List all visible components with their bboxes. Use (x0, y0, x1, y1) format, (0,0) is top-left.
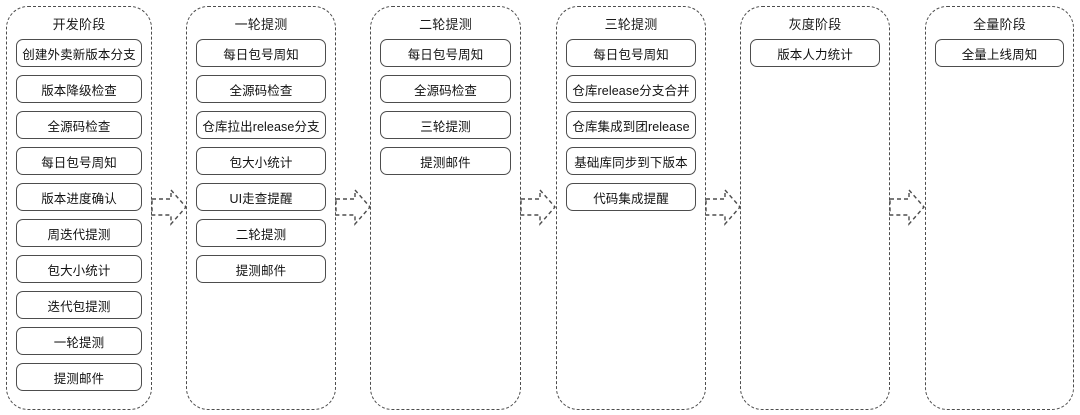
task-node[interactable]: 包大小统计 (16, 255, 142, 283)
task-node[interactable]: 版本进度确认 (16, 183, 142, 211)
task-node[interactable]: 每日包号周知 (196, 39, 326, 67)
swimlane-task-list: 每日包号周知仓库release分支合并仓库集成到团release 基础库同步到下版… (557, 39, 705, 211)
swimlane-lane-round3: 三轮提测每日包号周知仓库release分支合并仓库集成到团release 基础库同… (556, 6, 706, 410)
swimlane-title: 开发阶段 (52, 17, 106, 32)
swimlane-title: 一轮提测 (234, 17, 288, 32)
task-node[interactable]: 每日包号周知 (380, 39, 511, 67)
task-node[interactable]: 每日包号周知 (566, 39, 696, 67)
swimlane-title: 全量阶段 (973, 17, 1026, 32)
flow-arrow-round2-to-round3-icon (519, 186, 557, 228)
task-node[interactable]: 版本降级检查 (16, 75, 142, 103)
swimlane-lane-full: 全量阶段全量上线周知 (925, 6, 1074, 410)
task-node[interactable]: 全量上线周知 (935, 39, 1064, 67)
task-node[interactable]: 全源码检查 (380, 75, 511, 103)
task-node[interactable]: 全源码检查 (196, 75, 326, 103)
task-node[interactable]: 仓库集成到团release (566, 111, 696, 139)
swimlane-lane-dev: 开发阶段创建外卖新版本分支版本降级检查全源码检查每日包号周知版本进度确认周迭代提… (6, 6, 152, 410)
flow-arrow-round3-to-gray-icon (704, 186, 742, 228)
swimlane-lane-round1: 一轮提测每日包号周知全源码检查仓库拉出release分支包大小统计 UI走查提醒二… (186, 6, 336, 410)
task-node[interactable]: 代码集成提醒 (566, 183, 696, 211)
task-node[interactable]: 基础库同步到下版本 (566, 147, 696, 175)
task-node[interactable]: 提测邮件 (16, 363, 142, 391)
swimlane-title: 灰度阶段 (788, 17, 842, 32)
task-node[interactable]: 创建外卖新版本分支 (16, 39, 142, 67)
task-node[interactable]: 迭代包提测 (16, 291, 142, 319)
task-node[interactable]: 仓库拉出release分支 (196, 111, 326, 139)
task-node[interactable]: 提测邮件 (380, 147, 511, 175)
task-node[interactable]: 仓库release分支合并 (566, 75, 696, 103)
task-node[interactable]: 提测邮件 (196, 255, 326, 283)
swimlane-title: 三轮提测 (604, 17, 658, 32)
swimlane-task-list: 全量上线周知 (926, 39, 1073, 67)
swimlane-task-list: 每日包号周知全源码检查仓库拉出release分支包大小统计 UI走查提醒二轮提测提… (187, 39, 335, 283)
swimlane-lane-round2: 二轮提测每日包号周知全源码检查三轮提测提测邮件 (370, 6, 521, 410)
task-node[interactable]: 每日包号周知 (16, 147, 142, 175)
task-node[interactable]: UI走查提醒 (196, 183, 326, 211)
swimlane-task-list: 每日包号周知全源码检查三轮提测提测邮件 (371, 39, 520, 175)
task-node[interactable]: 包大小统计 (196, 147, 326, 175)
task-node[interactable]: 全源码检查 (16, 111, 142, 139)
task-node[interactable]: 二轮提测 (196, 219, 326, 247)
swimlane-title: 二轮提测 (419, 17, 472, 32)
task-node[interactable]: 三轮提测 (380, 111, 511, 139)
swimlane-lane-gray: 灰度阶段版本人力统计 (740, 6, 890, 410)
flow-arrow-gray-to-full-icon (888, 186, 926, 228)
flow-arrow-dev-to-round1-icon (150, 186, 188, 228)
swimlane-task-list: 版本人力统计 (741, 39, 889, 67)
task-node[interactable]: 版本人力统计 (750, 39, 880, 67)
task-node[interactable]: 周迭代提测 (16, 219, 142, 247)
task-node[interactable]: 一轮提测 (16, 327, 142, 355)
swimlane-task-list: 创建外卖新版本分支版本降级检查全源码检查每日包号周知版本进度确认周迭代提测包大小… (7, 39, 151, 391)
flow-arrow-round1-to-round2-icon (334, 186, 372, 228)
